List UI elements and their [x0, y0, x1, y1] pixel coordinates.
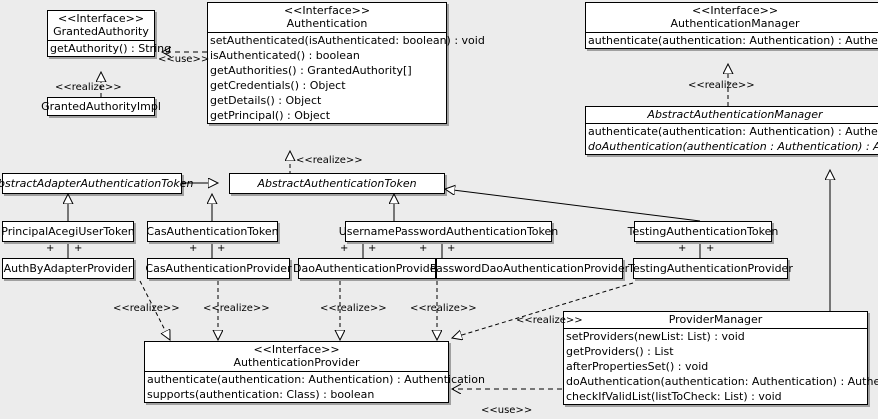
edge-label-realize-dao-provider: <<realize>> [320, 303, 387, 314]
method-row: getProviders() : List [566, 345, 674, 358]
stereotype-label: <<Interface>> [57, 12, 145, 25]
edge-label-realize-granted-authority-impl: <<realize>> [55, 82, 122, 93]
class-granted-authority[interactable]: <<Interface>> GrantedAuthority getAuthor… [47, 10, 172, 57]
role-marker-plus: + [74, 243, 83, 254]
class-auth-by-adapter-provider[interactable]: AuthByAdapterProvider [2, 258, 134, 279]
class-header: ProviderManager [564, 312, 867, 328]
class-name-label: AbstractAdapterAuthenticationToken [0, 177, 194, 190]
class-header: <<Interface>> AuthenticationManager [586, 3, 878, 32]
edge-label-realize-abstract-auth-manager: <<realize>> [688, 80, 755, 91]
class-name-label: AuthenticationProvider [233, 356, 360, 369]
method-row: isAuthenticated() : boolean [210, 49, 360, 62]
class-name-label: Authentication [286, 17, 368, 30]
class-header: <<Interface>> AuthenticationProvider [145, 342, 448, 371]
class-abstract-authentication-manager[interactable]: AbstractAuthenticationManager authentica… [585, 106, 878, 155]
class-authentication-provider[interactable]: <<Interface>> AuthenticationProvider aut… [144, 341, 485, 403]
stereotype-label: <<Interface>> [691, 4, 779, 17]
class-name-label: AbstractAuthenticationManager [647, 108, 823, 121]
methods-compartment: setAuthenticated(isAuthenticated: boolea… [208, 32, 485, 123]
method-row: authenticate(authentication: Authenticat… [588, 125, 878, 138]
class-name-label: PasswordDaoAuthenticationProvider [429, 262, 630, 275]
method-row: getDetails() : Object [210, 94, 322, 107]
class-name-label: TestingAuthenticationProvider [628, 262, 793, 275]
class-cas-authentication-provider[interactable]: CasAuthenticationProvider [145, 258, 292, 279]
class-name-label: ProviderManager [668, 313, 763, 326]
method-row: doAuthentication(authentication: Authent… [566, 375, 878, 388]
edge-label-realize-abstract-auth-token: <<realize>> [296, 155, 363, 166]
role-marker-plus: + [447, 243, 456, 254]
class-header: AbstractAuthenticationManager [586, 107, 878, 123]
class-name-label: DaoAuthenticationProvider [293, 262, 441, 275]
method-row: checkIfValidList(listToCheck: List) : vo… [566, 390, 782, 403]
method-row: authenticate(authentication: Authenticat… [588, 34, 878, 47]
class-password-dao-authentication-provider[interactable]: PasswordDaoAuthenticationProvider [430, 258, 629, 279]
edge-label-realize-auth-by-adapter: <<realize>> [113, 303, 180, 314]
class-header: <<Interface>> Authentication [208, 3, 446, 32]
method-row: afterPropertiesSet() : void [566, 360, 709, 373]
methods-compartment: authenticate(authentication: Authenticat… [586, 123, 878, 154]
class-cas-authentication-token[interactable]: CasAuthenticationToken [146, 221, 279, 242]
method-row: getAuthorities() : GrantedAuthority[] [210, 64, 412, 77]
class-name-label: AuthenticationManager [670, 17, 800, 30]
method-row: supports(authentication: Class) : boolea… [147, 388, 375, 401]
method-row: getPrincipal() : Object [210, 109, 331, 122]
role-marker-plus: + [340, 243, 349, 254]
class-name-label: AuthByAdapterProvider [3, 262, 133, 275]
class-header: <<Interface>> GrantedAuthority [48, 11, 154, 40]
class-name-label: UsernamePasswordAuthenticationToken [338, 225, 559, 238]
role-marker-plus: + [678, 243, 687, 254]
class-dao-authentication-provider[interactable]: DaoAuthenticationProvider [293, 258, 441, 279]
class-principal-acegi-user-token[interactable]: PrincipalAcegiUserToken [1, 221, 135, 242]
class-name-label: GrantedAuthorityImpl [41, 100, 161, 113]
class-name-label: PrincipalAcegiUserToken [1, 225, 135, 238]
role-marker-plus: + [217, 243, 226, 254]
class-username-password-authentication-token[interactable]: UsernamePasswordAuthenticationToken [339, 221, 558, 242]
role-marker-plus: + [189, 243, 198, 254]
method-row: setAuthenticated(isAuthenticated: boolea… [210, 34, 485, 47]
method-row: getCredentials() : Object [210, 79, 346, 92]
role-marker-plus: + [706, 243, 715, 254]
edge-label-realize-password-dao-provider: <<realize>> [410, 303, 477, 314]
stereotype-label: <<Interface>> [253, 343, 340, 356]
edge-label-use-provider-manager: <<use>> [481, 405, 533, 416]
method-row: authenticate(authentication: Authenticat… [147, 373, 485, 386]
class-provider-manager[interactable]: ProviderManager setProviders(newList: Li… [563, 311, 878, 405]
edge-label-use-granted-authority: <<use>> [158, 54, 210, 65]
class-authentication-manager[interactable]: <<Interface>> AuthenticationManager auth… [585, 2, 878, 49]
class-name-label: AbstractAuthenticationToken [257, 177, 417, 190]
class-name-label: GrantedAuthority [53, 25, 149, 38]
role-marker-plus: + [419, 243, 428, 254]
method-row: doAuthentication(authentication : Authen… [588, 140, 878, 153]
methods-compartment: authenticate(authentication: Authenticat… [145, 371, 485, 402]
class-abstract-adapter-authentication-token[interactable]: AbstractAdapterAuthenticationToken [0, 173, 193, 194]
class-name-label: TestingAuthenticationToken [627, 225, 779, 238]
class-granted-authority-impl[interactable]: GrantedAuthorityImpl [41, 97, 161, 116]
methods-compartment: getAuthority() : String [48, 40, 172, 56]
class-name-label: CasAuthenticationProvider [145, 262, 292, 275]
methods-compartment: authenticate(authentication: Authenticat… [586, 32, 878, 48]
role-marker-plus: + [46, 243, 55, 254]
class-authentication[interactable]: <<Interface>> Authentication setAuthenti… [207, 2, 485, 124]
class-testing-authentication-provider[interactable]: TestingAuthenticationProvider [628, 258, 793, 279]
methods-compartment: setProviders(newList: List) : void getPr… [564, 328, 878, 404]
edge-label-realize-cas-provider: <<realize>> [203, 303, 270, 314]
method-row: setProviders(newList: List) : void [566, 330, 745, 343]
role-marker-plus: + [368, 243, 377, 254]
method-row: getAuthority() : String [50, 42, 172, 55]
class-abstract-authentication-token[interactable]: AbstractAuthenticationToken [229, 173, 445, 194]
class-testing-authentication-token[interactable]: TestingAuthenticationToken [628, 221, 778, 242]
stereotype-label: <<Interface>> [283, 4, 371, 17]
class-name-label: CasAuthenticationToken [146, 225, 279, 238]
edge-label-realize-provider-manager: <<realize>> [516, 315, 583, 326]
edge-testing-token-extends [445, 189, 701, 222]
